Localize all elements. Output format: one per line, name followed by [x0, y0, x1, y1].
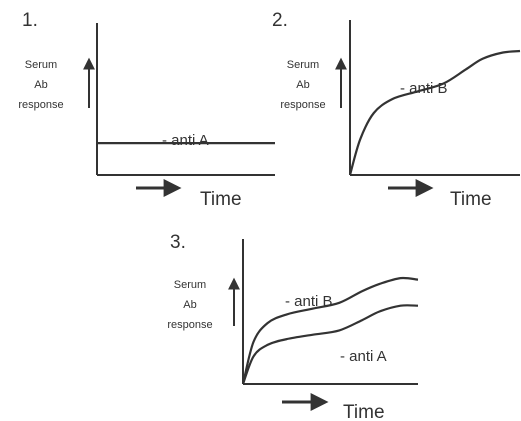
y-axis-label-line: Serum: [287, 59, 319, 71]
y-axis-label-line: Ab: [34, 79, 47, 91]
y-axis-label-line: response: [280, 99, 325, 111]
x-axis-label: Time: [343, 402, 385, 421]
x-axis-label: Time: [200, 189, 242, 210]
panel-number-label: 2.: [272, 10, 288, 31]
panel-number-label: 1.: [22, 10, 38, 31]
x-axis-label: Time: [450, 189, 492, 210]
series-label: - anti B: [400, 80, 448, 97]
y-axis-label-line: Ab: [183, 299, 196, 311]
y-axis-label-line: response: [167, 319, 212, 331]
panel-number-label: 3.: [170, 232, 186, 253]
y-axis-label-line: Serum: [174, 279, 206, 291]
series-label: - anti A: [340, 348, 387, 365]
series-line-1: [241, 276, 419, 385]
series-line-1: [348, 49, 521, 176]
y-axis-label-line: Serum: [25, 59, 57, 71]
y-axis-label-line: Ab: [296, 79, 309, 91]
series-line-2: [241, 304, 419, 385]
series-label: - anti B: [285, 293, 333, 310]
y-axis-label-line: response: [18, 99, 63, 111]
series-label: - anti A: [162, 132, 209, 149]
